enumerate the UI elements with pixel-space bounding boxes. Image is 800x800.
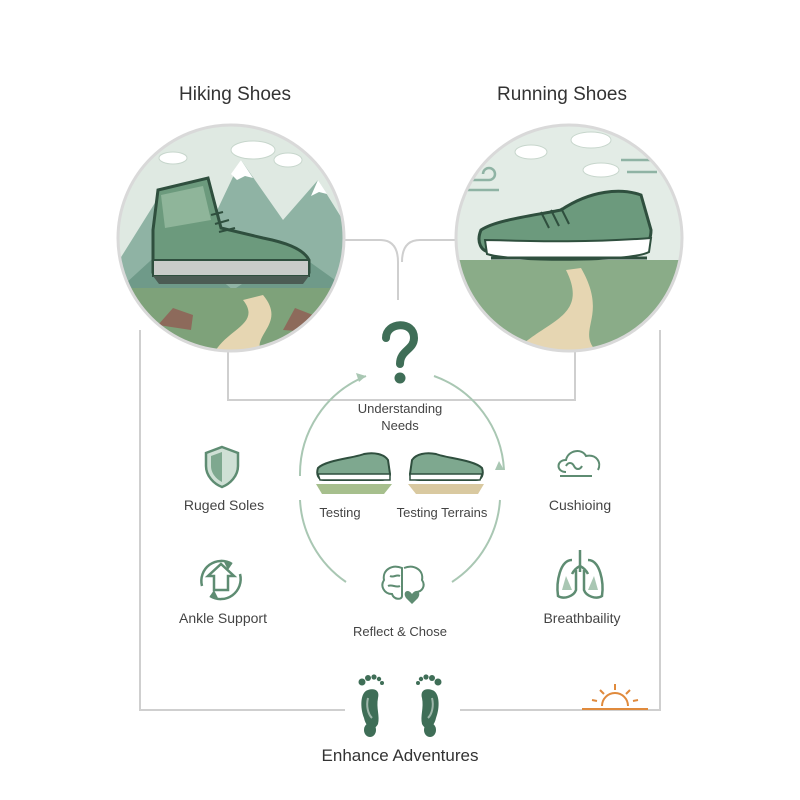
footprints-icon bbox=[348, 668, 452, 744]
testing-shoe-left-icon bbox=[314, 448, 394, 498]
hiking-scene-illustration bbox=[113, 120, 349, 356]
enhance-adventures-label: Enhance Adventures bbox=[300, 746, 500, 766]
sunrise-icon bbox=[582, 682, 648, 712]
shield-icon bbox=[202, 444, 242, 490]
rugged-soles-label: Ruged Soles bbox=[144, 497, 304, 513]
running-shoes-heading: Running Shoes bbox=[442, 84, 682, 106]
running-scene-illustration bbox=[451, 120, 687, 356]
cushioning-label: Cushioing bbox=[500, 497, 660, 513]
brain-heart-icon bbox=[378, 562, 428, 608]
hiking-shoes-heading: Hiking Shoes bbox=[115, 84, 355, 106]
question-mark-icon bbox=[378, 318, 422, 388]
understanding-needs-label: Understanding Needs bbox=[320, 400, 480, 434]
testing-terrains-label: Testing Terrains bbox=[382, 505, 502, 520]
testing-shoe-right-icon bbox=[406, 448, 486, 498]
breathability-label: Breathbaility bbox=[502, 610, 662, 626]
lungs-icon bbox=[552, 546, 608, 604]
reflect-chose-label: Reflect & Chose bbox=[330, 624, 470, 639]
testing-label: Testing bbox=[300, 505, 380, 520]
ankle-support-label: Ankle Support bbox=[143, 610, 303, 626]
arrows-up-cycle-icon bbox=[192, 556, 250, 604]
cloud-wind-icon bbox=[552, 446, 608, 482]
